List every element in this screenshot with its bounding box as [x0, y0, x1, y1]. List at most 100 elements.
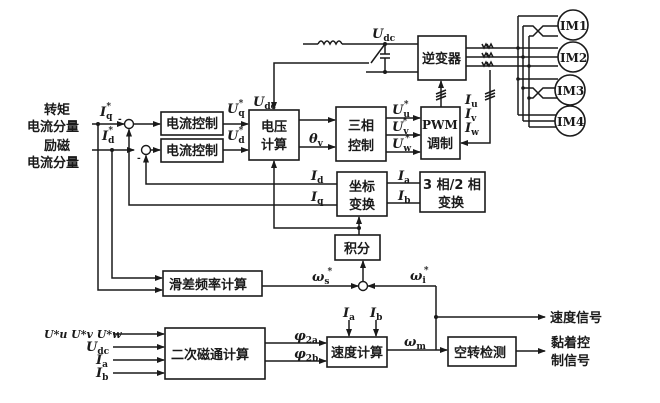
uu-ref-label: Uu*	[392, 100, 410, 120]
iu-label: Iu	[464, 93, 478, 110]
summing-junction-omega	[357, 280, 369, 292]
inductor-symbol	[317, 40, 343, 46]
voltage-sense-tap	[370, 43, 386, 64]
junction-dot	[357, 226, 361, 230]
motor-im2	[557, 41, 589, 73]
adhesion-label-2: 制信号	[551, 353, 590, 369]
current-ctrl-q-label: 电流控制	[166, 116, 218, 132]
udc-mid-label: Udc	[253, 95, 277, 112]
iq-ref-to-slip-line	[97, 124, 163, 293]
pwm-label-1: PWM	[422, 118, 458, 132]
excitation-label-1: 励磁	[44, 138, 70, 154]
phase-break-marks	[481, 42, 494, 68]
ib-speed-label: Ib	[369, 306, 382, 323]
omega-s-label: ωs*	[312, 267, 332, 287]
ia-coord-label: Ia	[397, 169, 410, 186]
speed-calc-block	[326, 336, 388, 368]
junction-dot	[527, 96, 531, 100]
junction-dot	[521, 55, 525, 59]
udc-top-label: Udc	[372, 27, 396, 44]
flux-calc-block	[164, 327, 266, 380]
flux-in-uvw-label: U*u U*v U*w	[44, 328, 122, 341]
flux-in-ib-label: Ib	[95, 366, 108, 383]
theta-to-voltage-line	[271, 160, 359, 229]
coord-transform-block	[336, 171, 388, 217]
excitation-label-2: 电流分量	[27, 155, 79, 171]
three-phase-ctrl-label-1: 三相	[348, 118, 374, 134]
im3-wire-3	[529, 87, 558, 99]
motor-im1-label: IM1	[560, 19, 587, 33]
integral-label: 积分	[344, 241, 370, 257]
udc-feedback-line	[271, 62, 369, 110]
junction-dot	[516, 46, 520, 50]
inverter-label: 逆变器	[422, 51, 462, 67]
speed-calc-label: 速度计算	[331, 345, 383, 361]
id-ref-label: Id*	[101, 126, 115, 146]
motor-im2-label: IM2	[560, 51, 587, 65]
adhesion-label-1: 黏着控	[551, 335, 590, 351]
iw-label: Iw	[464, 121, 479, 138]
idle-detect-label: 空转检测	[454, 345, 506, 361]
motor-im3-label: IM3	[557, 84, 584, 98]
summing-junction-q	[123, 118, 135, 130]
three-phase-ctrl-label-2: 控制	[348, 138, 374, 154]
conv-32-label-1: 3 相/2 相	[423, 177, 481, 193]
junction-dot	[521, 86, 525, 90]
iq-label: Iq	[310, 190, 324, 207]
junction-dot	[383, 42, 387, 46]
three-phase-ctrl-block	[335, 106, 387, 162]
slip-calc-label: 滑差频率计算	[169, 277, 247, 293]
flux-in-ia-label: Ia	[95, 353, 108, 370]
three-wire-mark	[484, 89, 496, 101]
omega-i-label: ωi*	[410, 266, 429, 286]
motor-im1	[557, 9, 589, 41]
id-label: Id	[310, 169, 324, 186]
integral-block	[334, 234, 381, 261]
voltage-calc-block	[248, 109, 300, 161]
iq-ref-label: Iq*	[99, 102, 113, 122]
torque-label-1: 转矩	[44, 102, 70, 118]
iv-label: Iv	[464, 107, 477, 124]
phi2a-label: φ2a	[294, 329, 318, 346]
speed-signal-label: 速度信号	[550, 310, 602, 326]
torque-label-2: 电流分量	[27, 119, 79, 135]
current-ctrl-d-label: 电流控制	[166, 143, 218, 159]
omega-m-label: ωm	[404, 335, 426, 352]
summing-junction-d	[140, 144, 152, 156]
slip-calc-block	[162, 270, 263, 297]
uq-ref-label: Uq*	[227, 99, 245, 119]
junction-dot	[383, 70, 387, 74]
pwm-block	[420, 106, 461, 160]
voltage-calc-label-1: 电压	[261, 119, 287, 135]
voltage-calc-label-2: 计算	[261, 137, 287, 153]
idle-detect-block	[447, 336, 517, 367]
motor-im3	[554, 74, 586, 106]
pwm-label-2: 调制	[427, 136, 453, 152]
phi2b-label: φ2b	[294, 347, 318, 364]
ia-speed-label: Ia	[342, 306, 355, 323]
three-wire-mark	[435, 89, 447, 101]
coord-transform-label-2: 变换	[349, 197, 376, 213]
conv-32-label-2: 变换	[438, 195, 465, 211]
uw-ref-label: Uw*	[392, 134, 411, 154]
ud-ref-label: Ud*	[227, 126, 245, 146]
coord-transform-label-1: 坐标	[349, 179, 375, 195]
junction-dot	[527, 64, 531, 68]
motor-im4	[554, 105, 586, 137]
theta-v-label: θv	[309, 132, 324, 149]
minus-sign-d: -	[137, 154, 141, 164]
conv-32-block	[419, 171, 486, 213]
motor-im4-label: IM4	[557, 115, 584, 129]
minus-sign-q: -	[118, 115, 122, 125]
inverter-block	[417, 35, 467, 81]
im1-wire-3	[529, 25, 558, 37]
capacitor-symbol	[380, 44, 390, 72]
iq-feedback-line	[126, 128, 337, 206]
junction-dot	[516, 77, 520, 81]
uv-ref-label: Uv*	[392, 117, 409, 137]
id-ref-to-slip-line	[111, 150, 163, 281]
ib-coord-label: Ib	[397, 189, 410, 206]
flux-in-udc-label: Udc	[86, 340, 110, 357]
flux-calc-label: 二次磁通计算	[171, 347, 249, 363]
